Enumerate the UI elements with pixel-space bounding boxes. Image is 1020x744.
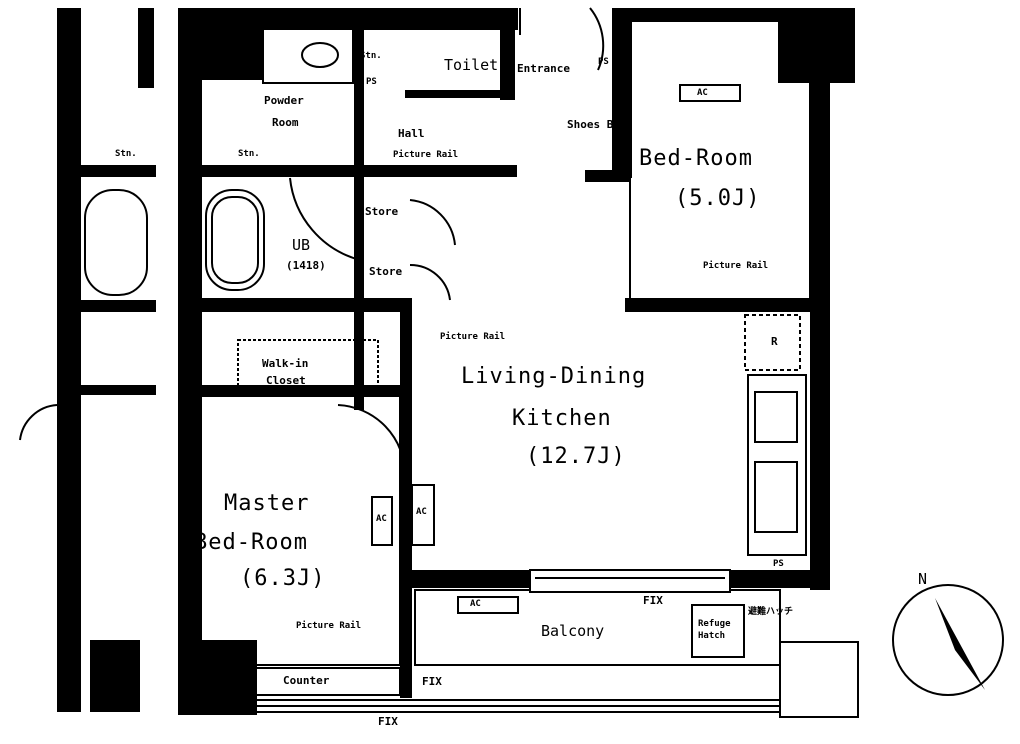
- label-ps-1: PS: [598, 57, 609, 67]
- label-ps-2: PS: [366, 77, 377, 87]
- balcony-storage: [779, 641, 859, 718]
- label-fix-1: FIX: [643, 594, 663, 607]
- compass-circle: [892, 584, 1004, 696]
- label-hall: Hall: [398, 127, 425, 140]
- label-powder-1: Powder: [264, 94, 304, 107]
- label-stn-2: Stn.: [238, 149, 260, 159]
- fridge-space: [744, 314, 801, 371]
- label-counter: Counter: [283, 674, 330, 687]
- label-master-1: Master: [224, 491, 310, 516]
- door-swing-master: [337, 404, 407, 476]
- label-master-rail: Picture Rail: [296, 621, 362, 631]
- door-swing-store-2: [409, 263, 451, 301]
- label-ac-master: AC: [376, 514, 387, 524]
- label-fix-2: FIX: [422, 675, 442, 688]
- bathtub: [205, 189, 265, 291]
- door-swing-left: [19, 404, 58, 441]
- label-shoes-box: Shoes Box: [567, 118, 627, 131]
- label-store-1: Store: [365, 205, 399, 218]
- fixtures: [19, 7, 1004, 718]
- label-walkin-2: Closet: [266, 374, 306, 387]
- label-ub: UB: [292, 236, 311, 254]
- refuge-hatch: [691, 604, 745, 658]
- door-swing-store: [409, 199, 456, 246]
- label-entrance: Entrance: [517, 62, 570, 75]
- ac-bedroom: [679, 84, 741, 102]
- counter: [254, 667, 401, 696]
- kitchen-counter: [747, 374, 807, 556]
- label-powder-2: Room: [272, 116, 299, 129]
- label-ldk-1: Living-Dining: [461, 364, 647, 389]
- label-ldk-size: (12.7J): [526, 444, 626, 469]
- label-ldk-rail: Picture Rail: [440, 332, 506, 342]
- label-store-2: Store: [369, 265, 403, 278]
- walk-in-closet: [237, 339, 379, 389]
- sink: [754, 461, 798, 533]
- door-swing-ub: [289, 177, 361, 261]
- ac-balcony: [457, 596, 519, 614]
- label-ldk-2: Kitchen: [512, 406, 612, 431]
- bathtub-left: [84, 189, 148, 296]
- label-master-size: (6.3J): [240, 566, 326, 591]
- label-refuge-1: Refuge: [698, 619, 731, 629]
- entrance-door: [519, 7, 605, 71]
- label-ac-ldk: AC: [416, 507, 427, 517]
- compass-north-label: N: [918, 570, 928, 588]
- label-refuge-jp: 避難ハッチ: [748, 607, 794, 617]
- label-balcony: Balcony: [541, 622, 605, 640]
- label-master-2: Bed-Room: [194, 530, 308, 555]
- label-ac-bedroom: AC: [697, 88, 708, 98]
- label-hall-rail: Picture Rail: [393, 150, 459, 160]
- label-ps-3: PS: [773, 559, 784, 569]
- label-ub-size: (1418): [286, 259, 326, 272]
- label-bedroom-rail: Picture Rail: [703, 261, 769, 271]
- label-fix-3: FIX: [378, 715, 398, 728]
- label-stn-3: Stn.: [115, 149, 137, 159]
- walls: [57, 8, 855, 715]
- stove: [754, 391, 798, 443]
- label-toilet: Toilet: [444, 56, 499, 74]
- label-ac-balcony: AC: [470, 599, 481, 609]
- label-bedroom: Bed-Room: [639, 146, 753, 171]
- compass-arrow: [935, 598, 985, 690]
- label-fridge: R: [771, 335, 778, 348]
- label-bedroom-size: (5.0J): [675, 186, 761, 211]
- label-stn-1: Stn.: [360, 51, 382, 61]
- ac-master: [371, 496, 393, 546]
- ac-ldk: [411, 484, 435, 546]
- label-refuge-2: Hatch: [698, 631, 726, 641]
- label-walkin-1: Walk-in: [262, 357, 309, 370]
